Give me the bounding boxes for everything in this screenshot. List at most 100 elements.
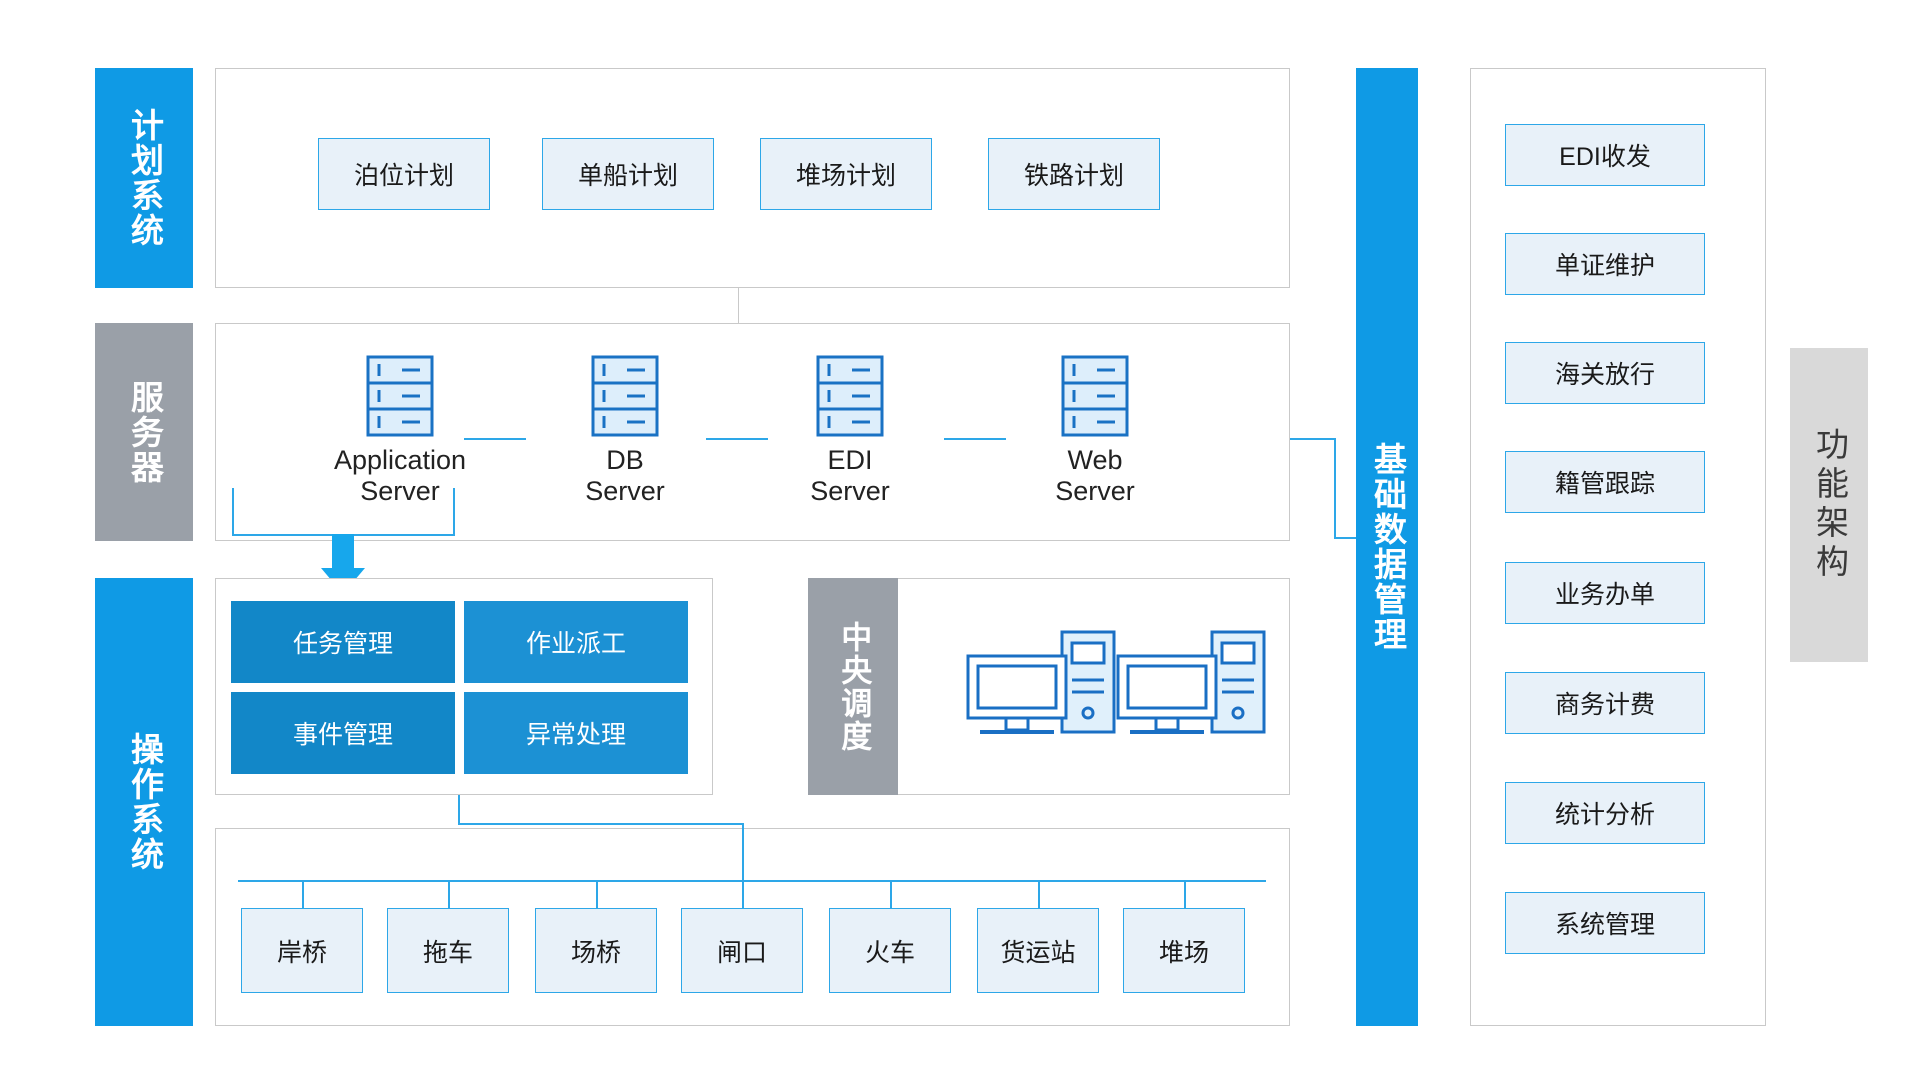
server-label-edi-line1: EDI: [827, 445, 873, 475]
master-data-item-customs-release[interactable]: 海关放行: [1505, 342, 1705, 404]
master-data-panel: [1470, 68, 1766, 1026]
equipment-freight-station[interactable]: 货运站: [977, 908, 1099, 993]
equipment-yard-label: 堆场: [1158, 938, 1209, 967]
server-link-db-edi: [706, 438, 768, 440]
app-bracket-right: [453, 488, 455, 536]
server-label-edi-line2: Server: [810, 476, 890, 507]
master-data-band-label: 基础数据管理: [1369, 442, 1407, 652]
server-rack-icon: [591, 355, 659, 437]
equipment-yard-crane-label: 场桥: [570, 938, 621, 967]
equipment-drop-4: [742, 880, 744, 924]
workstation-1[interactable]: [962, 628, 1120, 743]
master-data-item-registry-tracking[interactable]: 籍管跟踪: [1505, 451, 1705, 513]
master-data-band: 基础数据管理: [1356, 68, 1418, 1026]
layer-band-operation-system-label: 操作系统: [126, 732, 164, 872]
master-data-item-commercial-billing[interactable]: 商务计费: [1505, 672, 1705, 734]
equipment-quay-crane[interactable]: 岸桥: [241, 908, 363, 993]
plan-item-rail-label: 铁路计划: [1023, 162, 1124, 190]
equipment-drop-1: [302, 880, 304, 924]
server-label-db-line2: Server: [585, 476, 665, 507]
equipment-yard[interactable]: 堆场: [1123, 908, 1245, 993]
equipment-yard-crane[interactable]: 场桥: [535, 908, 657, 993]
operation-module-task-management-label: 任务管理: [292, 630, 393, 658]
plan-item-rail[interactable]: 铁路计划: [988, 138, 1160, 210]
plan-item-vessel-label: 单船计划: [577, 162, 678, 190]
plan-item-berth[interactable]: 泊位计划: [318, 138, 490, 210]
equipment-gate-label: 闸口: [716, 938, 767, 967]
app-to-ops-arrow-shaft: [332, 534, 354, 570]
equipment-trailer[interactable]: 拖车: [387, 908, 509, 993]
server-node-edi[interactable]: EDI Server: [780, 355, 920, 515]
master-data-item-document-maintenance-label: 单证维护: [1554, 252, 1655, 280]
equipment-drop-6: [1038, 880, 1040, 924]
equipment-train-label: 火车: [864, 938, 915, 967]
equipment-drop-5: [890, 880, 892, 924]
layer-band-server-label: 服务器: [126, 379, 164, 485]
desktop-computer-icon: [1116, 630, 1266, 734]
master-data-item-business-order[interactable]: 业务办单: [1505, 562, 1705, 624]
plan-item-yard-label: 堆场计划: [795, 162, 896, 190]
master-data-item-edi[interactable]: EDI收发: [1505, 124, 1705, 186]
server-rack-icon: [366, 355, 434, 437]
master-data-item-registry-tracking-label: 籍管跟踪: [1554, 470, 1655, 498]
master-data-item-edi-label: EDI收发: [1559, 143, 1651, 171]
server-rack-icon: [816, 355, 884, 437]
operation-module-job-dispatch[interactable]: 作业派工: [464, 601, 688, 683]
layer-band-operation-system: 操作系统: [95, 578, 193, 1026]
workstation-2[interactable]: [1112, 628, 1270, 743]
equipment-trailer-label: 拖车: [422, 938, 473, 967]
master-data-item-commercial-billing-label: 商务计费: [1554, 691, 1655, 719]
server-node-application[interactable]: Application Server: [310, 355, 490, 515]
layer-band-plan-system-label: 计划系统: [126, 108, 164, 248]
server-label-db-line1: DB: [606, 445, 644, 475]
plan-item-vessel[interactable]: 单船计划: [542, 138, 714, 210]
master-data-item-business-order-label: 业务办单: [1554, 581, 1655, 609]
server-label-web-line2: Server: [1055, 476, 1135, 507]
master-data-item-system-management[interactable]: 系统管理: [1505, 892, 1705, 954]
server-rack-icon: [1061, 355, 1129, 437]
plan-item-yard[interactable]: 堆场计划: [760, 138, 932, 210]
connector-modules-to-equipment-v2: [742, 823, 744, 881]
master-data-item-document-maintenance[interactable]: 单证维护: [1505, 233, 1705, 295]
server-node-web[interactable]: Web Server: [1025, 355, 1165, 515]
connector-server-to-masterdata-v: [1334, 438, 1336, 538]
operation-module-job-dispatch-label: 作业派工: [525, 630, 626, 658]
master-data-item-statistics-analysis-label: 统计分析: [1554, 801, 1655, 829]
equipment-drop-7: [1184, 880, 1186, 924]
equipment-gate[interactable]: 闸口: [681, 908, 803, 993]
equipment-freight-station-label: 货运站: [1000, 938, 1076, 967]
server-link-edi-web: [944, 438, 1006, 440]
server-node-db[interactable]: DB Server: [555, 355, 695, 515]
app-bracket-left: [232, 488, 234, 536]
connector-modules-to-equipment-h: [458, 823, 744, 825]
equipment-quay-crane-label: 岸桥: [276, 938, 327, 967]
connector-plan-to-server: [738, 288, 739, 323]
connector-modules-to-equipment-v1: [458, 795, 460, 825]
operation-module-task-management[interactable]: 任务管理: [231, 601, 455, 683]
operation-module-exception-handling[interactable]: 异常处理: [464, 692, 688, 774]
function-architecture-band: 功能架构: [1790, 348, 1868, 662]
central-dispatch-band: 中央调度: [808, 578, 898, 795]
connector-server-to-masterdata-h1: [1290, 438, 1336, 440]
equipment-drop-3: [596, 880, 598, 924]
function-architecture-label: 功能架构: [1811, 427, 1849, 583]
plan-item-berth-label: 泊位计划: [353, 162, 454, 190]
master-data-item-customs-release-label: 海关放行: [1554, 361, 1655, 389]
master-data-item-system-management-label: 系统管理: [1554, 911, 1655, 939]
operation-module-event-management[interactable]: 事件管理: [231, 692, 455, 774]
server-label-web-line1: Web: [1067, 445, 1123, 475]
operation-module-exception-handling-label: 异常处理: [525, 721, 626, 749]
equipment-drop-2: [448, 880, 450, 924]
master-data-item-statistics-analysis[interactable]: 统计分析: [1505, 782, 1705, 844]
equipment-train[interactable]: 火车: [829, 908, 951, 993]
operation-module-event-management-label: 事件管理: [292, 721, 393, 749]
connector-server-to-masterdata-h2: [1334, 537, 1360, 539]
server-link-app-db: [464, 438, 526, 440]
desktop-computer-icon: [966, 630, 1116, 734]
layer-band-plan-system: 计划系统: [95, 68, 193, 288]
layer-band-server: 服务器: [95, 323, 193, 541]
server-label-application-line2: Server: [360, 476, 440, 507]
central-dispatch-label: 中央调度: [836, 620, 872, 753]
server-label-application-line1: Application: [333, 445, 467, 475]
